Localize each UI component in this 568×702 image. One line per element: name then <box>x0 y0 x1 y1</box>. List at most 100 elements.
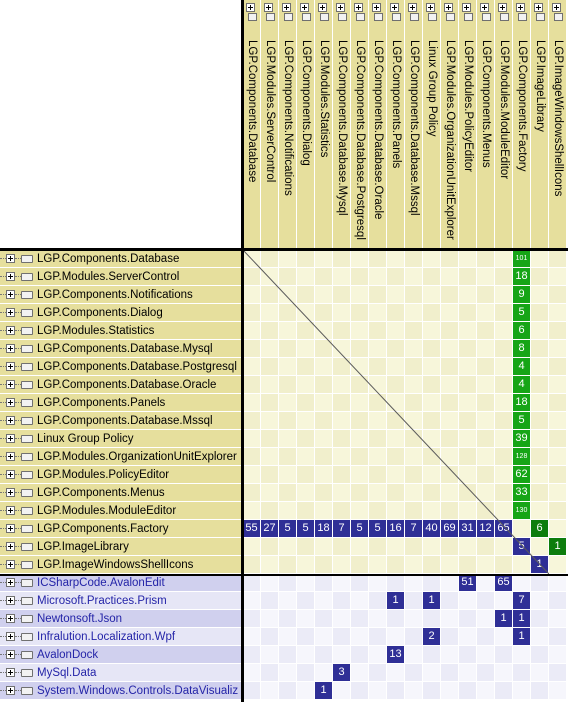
matrix-cell-value[interactable]: 65 <box>495 520 513 538</box>
matrix-cell-value[interactable]: 12 <box>477 520 495 538</box>
matrix-cell[interactable] <box>333 376 351 394</box>
matrix-cell[interactable] <box>387 682 405 700</box>
row-header[interactable]: System.Windows.Controls.DataVisualiz <box>0 682 243 700</box>
matrix-cell[interactable] <box>495 394 513 412</box>
matrix-cell[interactable] <box>549 682 567 700</box>
matrix-cell[interactable] <box>441 682 459 700</box>
matrix-cell[interactable] <box>261 484 279 502</box>
matrix-cell[interactable] <box>297 610 315 628</box>
matrix-cell[interactable] <box>441 340 459 358</box>
matrix-cell[interactable] <box>315 430 333 448</box>
matrix-cell[interactable] <box>387 628 405 646</box>
matrix-cell[interactable] <box>477 358 495 376</box>
matrix-cell[interactable] <box>243 664 261 682</box>
matrix-cell[interactable] <box>495 646 513 664</box>
matrix-cell[interactable] <box>549 412 567 430</box>
matrix-cell[interactable] <box>261 394 279 412</box>
matrix-cell[interactable] <box>441 664 459 682</box>
expand-icon[interactable] <box>264 3 273 12</box>
matrix-cell[interactable] <box>495 286 513 304</box>
matrix-cell[interactable] <box>333 250 351 268</box>
column-header[interactable]: LGP.Components.Dialog <box>297 0 315 248</box>
matrix-cell[interactable] <box>369 574 387 592</box>
matrix-cell[interactable] <box>495 304 513 322</box>
expand-icon[interactable] <box>372 3 381 12</box>
column-header[interactable]: LGP.Components.Database.Postgresql <box>351 0 369 248</box>
matrix-cell[interactable] <box>495 466 513 484</box>
matrix-cell[interactable] <box>369 538 387 556</box>
matrix-cell[interactable] <box>333 538 351 556</box>
matrix-cell[interactable] <box>405 304 423 322</box>
matrix-cell-value[interactable]: 65 <box>495 574 513 592</box>
matrix-cell[interactable] <box>441 304 459 322</box>
matrix-cell-value[interactable]: 7 <box>405 520 423 538</box>
matrix-cell[interactable] <box>549 322 567 340</box>
matrix-cell[interactable] <box>531 286 549 304</box>
matrix-cell[interactable] <box>369 628 387 646</box>
matrix-cell-value[interactable]: 16 <box>387 520 405 538</box>
matrix-cell[interactable] <box>369 286 387 304</box>
matrix-cell[interactable] <box>531 484 549 502</box>
matrix-cell[interactable] <box>279 304 297 322</box>
matrix-cell-value[interactable]: 69 <box>441 520 459 538</box>
matrix-cell[interactable] <box>423 250 441 268</box>
column-header[interactable]: LGP.Components.Notifications <box>279 0 297 248</box>
matrix-cell[interactable] <box>261 682 279 700</box>
matrix-cell[interactable] <box>441 574 459 592</box>
row-header[interactable]: LGP.Components.Database.Postgresql <box>0 358 243 376</box>
column-header[interactable]: LGP.Components.Panels <box>387 0 405 248</box>
row-header[interactable]: AvalonDock <box>0 646 243 664</box>
matrix-cell[interactable] <box>477 484 495 502</box>
matrix-cell[interactable] <box>297 358 315 376</box>
matrix-cell[interactable] <box>405 430 423 448</box>
matrix-cell[interactable] <box>423 394 441 412</box>
matrix-cell[interactable] <box>351 502 369 520</box>
matrix-cell[interactable] <box>297 322 315 340</box>
expand-icon[interactable] <box>6 272 15 281</box>
matrix-cell[interactable] <box>279 466 297 484</box>
matrix-cell[interactable] <box>351 430 369 448</box>
matrix-cell[interactable] <box>243 268 261 286</box>
matrix-cell[interactable] <box>351 448 369 466</box>
matrix-cell[interactable] <box>441 322 459 340</box>
matrix-cell[interactable] <box>279 682 297 700</box>
matrix-cell[interactable] <box>243 628 261 646</box>
matrix-cell[interactable] <box>405 592 423 610</box>
matrix-cell[interactable] <box>261 466 279 484</box>
matrix-cell[interactable] <box>459 484 477 502</box>
matrix-cell[interactable] <box>369 268 387 286</box>
matrix-cell[interactable] <box>459 628 477 646</box>
matrix-cell[interactable] <box>333 430 351 448</box>
matrix-cell[interactable] <box>279 250 297 268</box>
matrix-cell[interactable] <box>441 358 459 376</box>
matrix-cell[interactable] <box>351 538 369 556</box>
matrix-cell[interactable] <box>459 610 477 628</box>
matrix-cell[interactable] <box>441 646 459 664</box>
matrix-cell-value[interactable]: 6 <box>531 520 549 538</box>
matrix-cell-value[interactable]: 1 <box>549 538 567 556</box>
matrix-cell[interactable] <box>333 466 351 484</box>
matrix-cell[interactable] <box>459 466 477 484</box>
row-header[interactable]: LGP.Components.Database <box>0 250 243 268</box>
matrix-cell[interactable] <box>441 538 459 556</box>
matrix-cell-value[interactable]: 8 <box>513 340 531 358</box>
matrix-cell-value[interactable]: 7 <box>333 520 351 538</box>
matrix-cell[interactable] <box>351 628 369 646</box>
matrix-cell[interactable] <box>279 376 297 394</box>
matrix-cell[interactable] <box>279 340 297 358</box>
matrix-cell[interactable] <box>243 646 261 664</box>
matrix-cell[interactable] <box>549 430 567 448</box>
row-header[interactable]: Newtonsoft.Json <box>0 610 243 628</box>
matrix-cell[interactable] <box>243 466 261 484</box>
expand-icon[interactable] <box>6 506 15 515</box>
matrix-cell[interactable] <box>495 322 513 340</box>
matrix-cell[interactable] <box>261 340 279 358</box>
matrix-cell[interactable] <box>405 412 423 430</box>
matrix-cell[interactable] <box>243 340 261 358</box>
matrix-cell[interactable] <box>531 358 549 376</box>
matrix-cell[interactable] <box>369 394 387 412</box>
matrix-cell[interactable] <box>333 682 351 700</box>
row-header[interactable]: Linux Group Policy <box>0 430 243 448</box>
expand-icon[interactable] <box>246 3 255 12</box>
matrix-cell[interactable] <box>423 448 441 466</box>
